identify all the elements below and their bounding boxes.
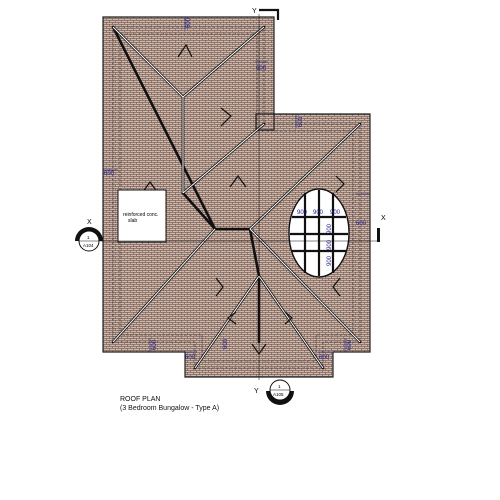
section-x-ref: A104 [83,243,94,248]
skylight-grid [290,190,348,276]
section-y-letter-top: Y [252,8,257,15]
section-y-number: 1 [278,384,281,389]
dim-bottom-b: 600 [223,338,229,349]
section-y-letter-bottom: Y [254,388,259,395]
plan-subtitle: (3 Bedroom Bungalow - Type A) [120,405,219,412]
slope-arrow-icons [141,43,345,356]
section-x-letter-left: X [87,219,92,226]
skylight-width-3: 900 [330,210,341,216]
dim-bottom-right: 600 [319,355,330,361]
section-marker-x-right: X [377,215,386,242]
slab-label-line1: reinforced conc. [123,212,159,218]
skylight-width-1: 900 [297,210,308,216]
skylight-height-3: 900 [327,223,333,234]
dim-bottom-left: 600 [152,339,158,350]
skylight-width-2: 900 [313,210,324,216]
section-marker-y-bottom: 1 A105 Y [254,379,294,405]
skylight-dimension-labels: 900 900 900 900 900 900 [297,210,341,266]
dim-bottom-a: 600 [185,355,196,361]
section-marker-x-left: 1 A104 X [75,219,103,252]
section-x-number: 1 [87,235,90,240]
section-marker-y-top: Y [252,8,280,20]
plan-title: ROOF PLAN [120,396,160,403]
skylight-height-2: 900 [327,239,333,250]
section-lines [100,14,380,380]
section-x-letter-right: X [381,215,386,222]
dimension-lines [103,17,370,353]
slab-label-line2: slab [128,218,137,224]
dim-left-side: 600 [104,171,115,177]
skylight-height-1: 900 [327,255,333,266]
dim-upper-right: 600 [298,116,304,127]
dim-bottom-far-right: 600 [347,339,353,350]
dim-right-side: 600 [356,221,367,227]
ridge-inner-lines [112,26,361,369]
dimension-labels: 600 600 600 600 600 600 600 600 600 600 [104,17,367,361]
section-y-ref: A105 [273,392,284,397]
eaves-lines [112,26,361,369]
concrete-slab [117,189,167,243]
dim-mid-upper: 600 [256,66,267,72]
dim-top-left: 600 [186,17,192,28]
